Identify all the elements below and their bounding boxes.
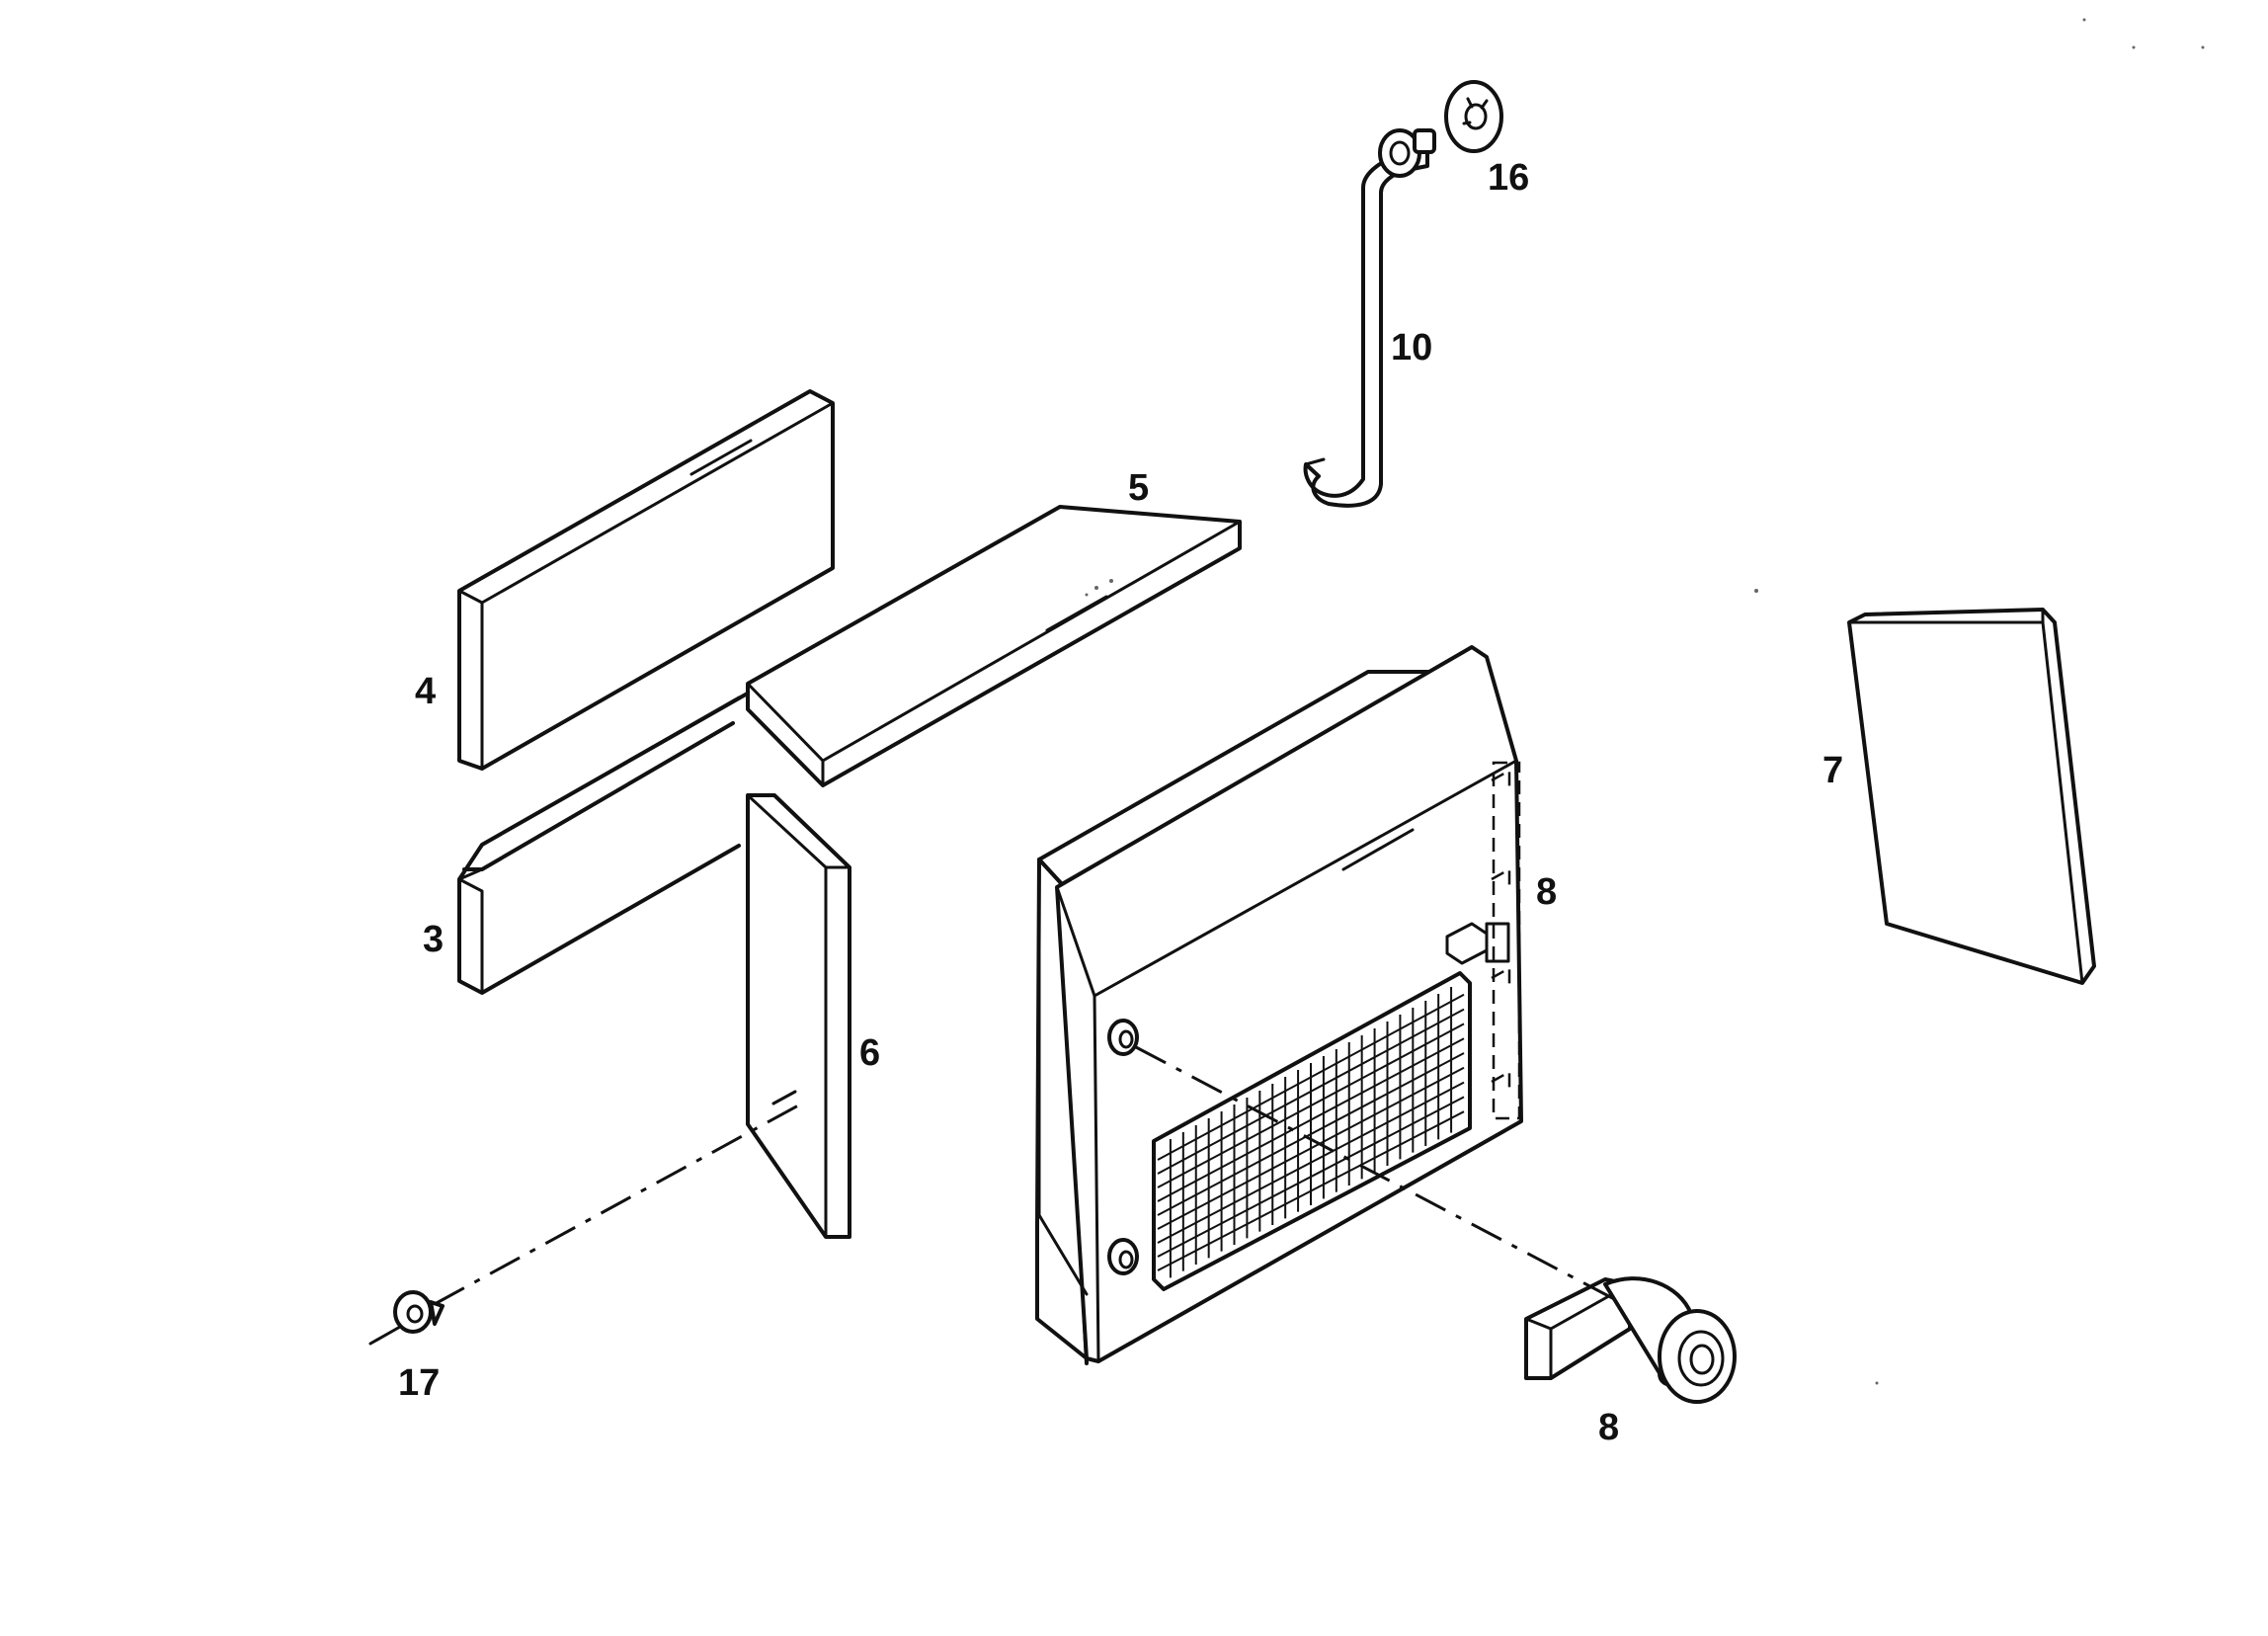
grille-bar-horizontal	[1157, 1037, 1465, 1202]
callout-6: 6	[859, 1032, 880, 1074]
panel-part-4	[457, 389, 835, 771]
grille-bar-horizontal	[1157, 993, 1465, 1161]
callout-5: 5	[1128, 467, 1149, 509]
panel-part-7	[1847, 608, 2096, 985]
pipe-part-10	[1303, 128, 1436, 508]
callout-4: 4	[415, 671, 436, 712]
shelf-part-5	[746, 505, 1242, 787]
panel-part-6	[746, 793, 851, 1239]
fastener-part-17	[368, 1290, 445, 1346]
grille-bar-horizontal	[1157, 1022, 1465, 1188]
scan-specks	[1754, 18, 2205, 1385]
callout-10: 10	[1391, 327, 1432, 368]
grille-bar-horizontal	[1157, 1110, 1465, 1271]
heater-grille	[1152, 971, 1472, 1291]
latch-part-8	[1524, 1276, 1737, 1404]
panel-part-3	[457, 690, 753, 995]
grille-bar-horizontal	[1157, 1096, 1465, 1258]
assembly-leaders	[434, 1045, 1621, 1306]
callout-7: 7	[1822, 750, 1843, 791]
callout-16: 16	[1488, 157, 1529, 199]
washer-part-16	[1444, 80, 1503, 153]
grille-bar-horizontal	[1157, 1081, 1465, 1244]
grille-bar-horizontal	[1157, 1052, 1465, 1216]
grille-bar-horizontal	[1157, 1066, 1465, 1230]
callout-3: 3	[423, 919, 444, 960]
callout-8-panel: 8	[1536, 871, 1557, 913]
grille-bar-horizontal	[1157, 1008, 1465, 1175]
callout-labels: 3 4 5 6 7 8 8 10 16 17	[398, 157, 1843, 1448]
hidden-bracket-detail	[1445, 761, 1521, 1120]
callout-8-bracket: 8	[1598, 1407, 1619, 1448]
callout-17: 17	[398, 1362, 440, 1404]
